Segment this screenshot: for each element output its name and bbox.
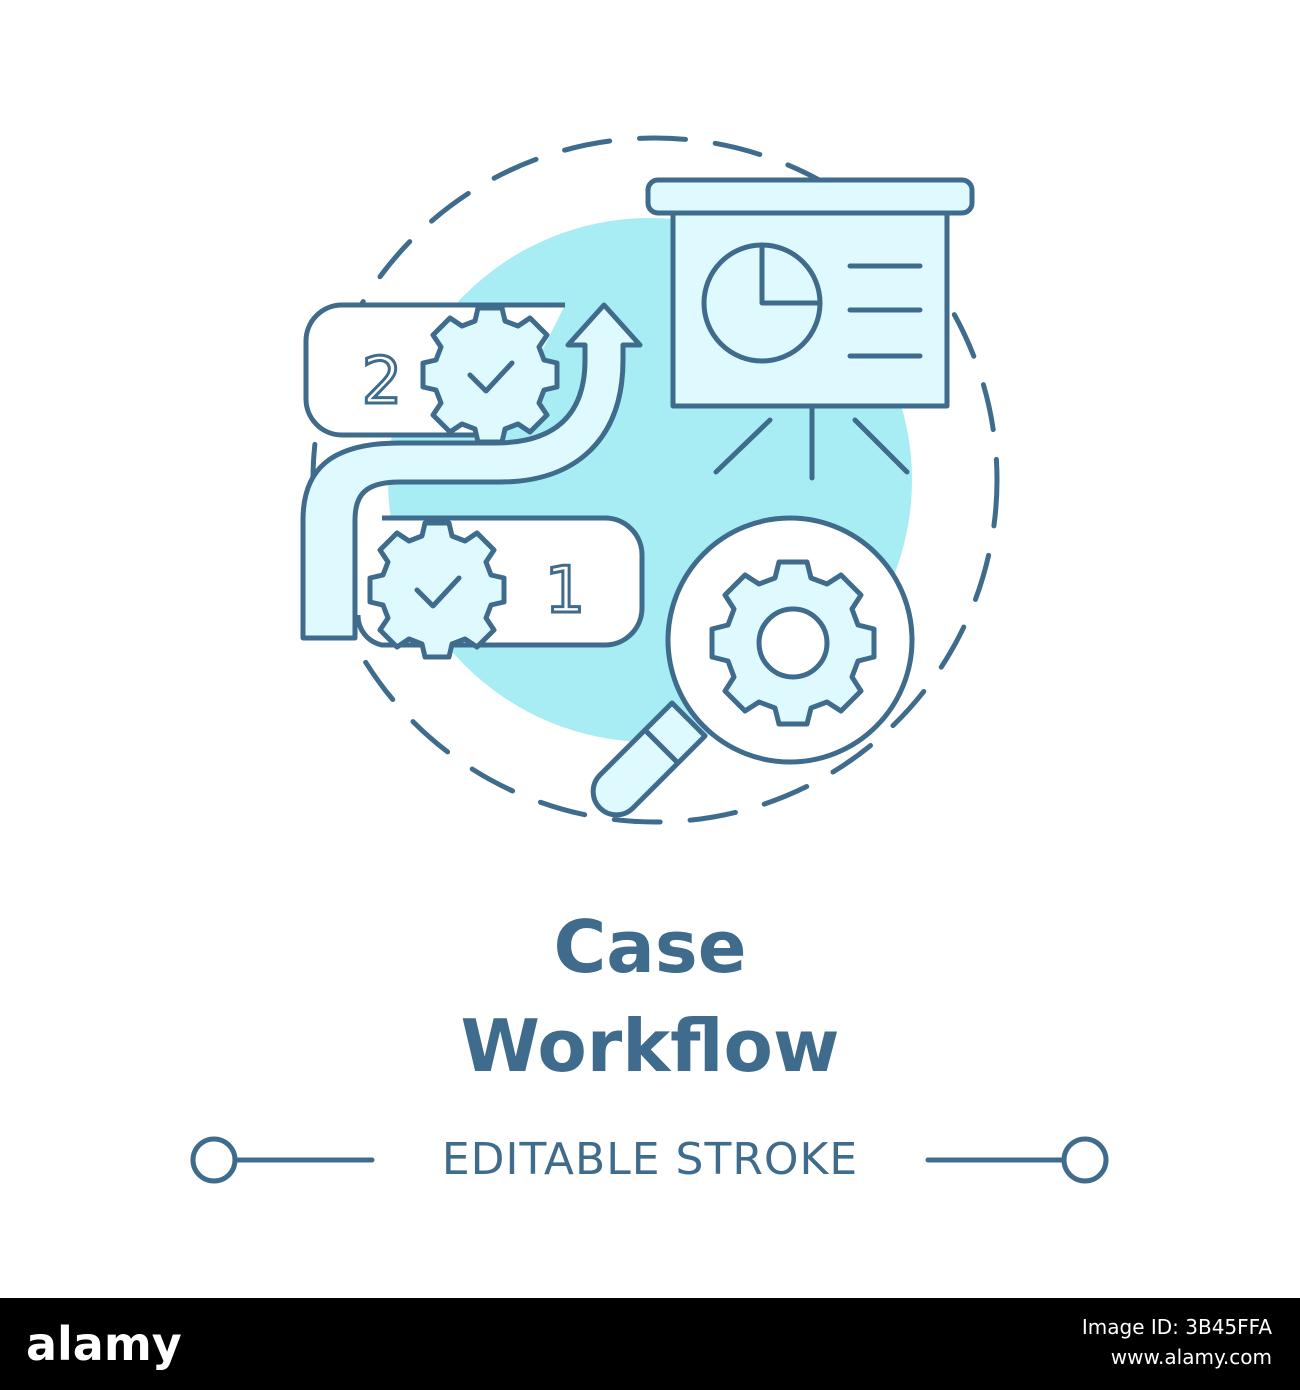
case-workflow-illustration: 2 1 [300,135,1000,825]
up-arrow-icon [300,302,643,641]
title-line-2: Workflow [460,1004,840,1088]
title-line-1: Case [553,905,747,989]
alamy-logo: alamy [26,1317,182,1371]
gear-check-icon-2 [367,520,507,660]
tagline: EDITABLE STROKE [441,1134,859,1185]
magnifier-gear-icon [590,515,915,818]
gear-check-icon [420,305,560,445]
footer-info: Image ID: 3B45FFA www.alamy.com [1082,1312,1272,1372]
pie-chart-icon [701,242,823,364]
right-node-icon [1061,1136,1109,1184]
watermark-footer: alamy Image ID: 3B45FFA www.alamy.com [0,1298,1300,1390]
image-id-label: Image ID: 3B45FFA [1081,1315,1272,1339]
step-2-number: 2 [362,345,403,419]
tagline-decoration [190,1136,1109,1184]
step-1-number: 1 [545,554,586,628]
site-url: www.alamy.com [1110,1345,1272,1369]
